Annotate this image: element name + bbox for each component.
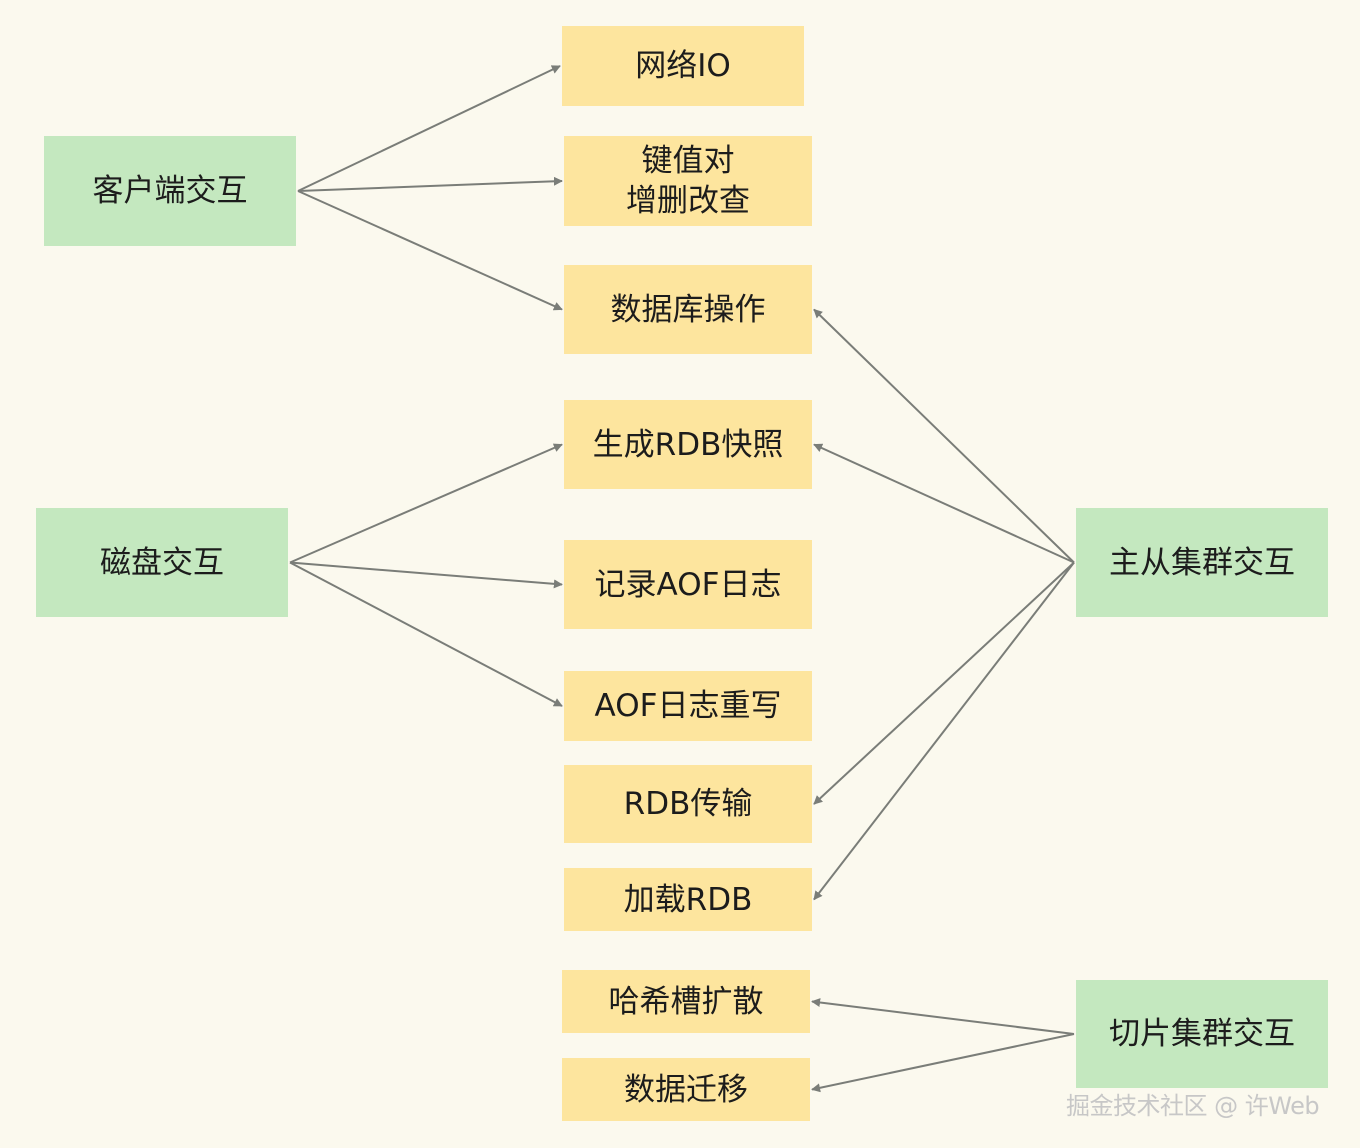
arrow-client-to-kv_crud: [297, 176, 563, 192]
kv-crud-box: 键值对 增删改查: [564, 136, 812, 226]
rdb-transfer-box: RDB传输: [564, 765, 812, 843]
arrow-disk-to-rdb_snapshot: [289, 443, 563, 564]
disk-interaction-box: 磁盘交互: [36, 508, 288, 617]
arrow-disk-to-aof_rewrite: [289, 561, 563, 707]
watermark: 掘金技术社区 @ 许Web: [1066, 1092, 1320, 1120]
client-interaction-box: 客户端交互: [44, 136, 296, 246]
arrow-master_slave-to-db_ops: [813, 308, 1075, 564]
data-migration-box: 数据迁移: [562, 1058, 810, 1121]
arrow-sharding-to-data_migration: [811, 1033, 1075, 1093]
load-rdb-box: 加载RDB: [564, 868, 812, 931]
master-slave-interaction-box: 主从集群交互: [1076, 508, 1328, 617]
arrow-disk-to-aof_log: [289, 561, 563, 589]
aof-rewrite-box: AOF日志重写: [564, 671, 812, 741]
db-operation-box: 数据库操作: [564, 265, 812, 354]
arrow-master_slave-to-rdb_snapshot: [813, 443, 1075, 564]
arrow-master_slave-to-rdb_transfer: [813, 561, 1075, 805]
arrow-master_slave-to-load_rdb: [813, 561, 1075, 901]
arrow-client-to-network_io: [297, 65, 561, 192]
hash-slot-expand-box: 哈希槽扩散: [562, 970, 810, 1033]
arrow-sharding-to-hash_slot_expand: [811, 998, 1075, 1035]
network-io-box: 网络IO: [562, 26, 804, 106]
rdb-snapshot-box: 生成RDB快照: [564, 400, 812, 489]
aof-log-box: 记录AOF日志: [564, 540, 812, 629]
arrow-client-to-db_ops: [297, 190, 563, 311]
sharding-interaction-box: 切片集群交互: [1076, 980, 1328, 1088]
